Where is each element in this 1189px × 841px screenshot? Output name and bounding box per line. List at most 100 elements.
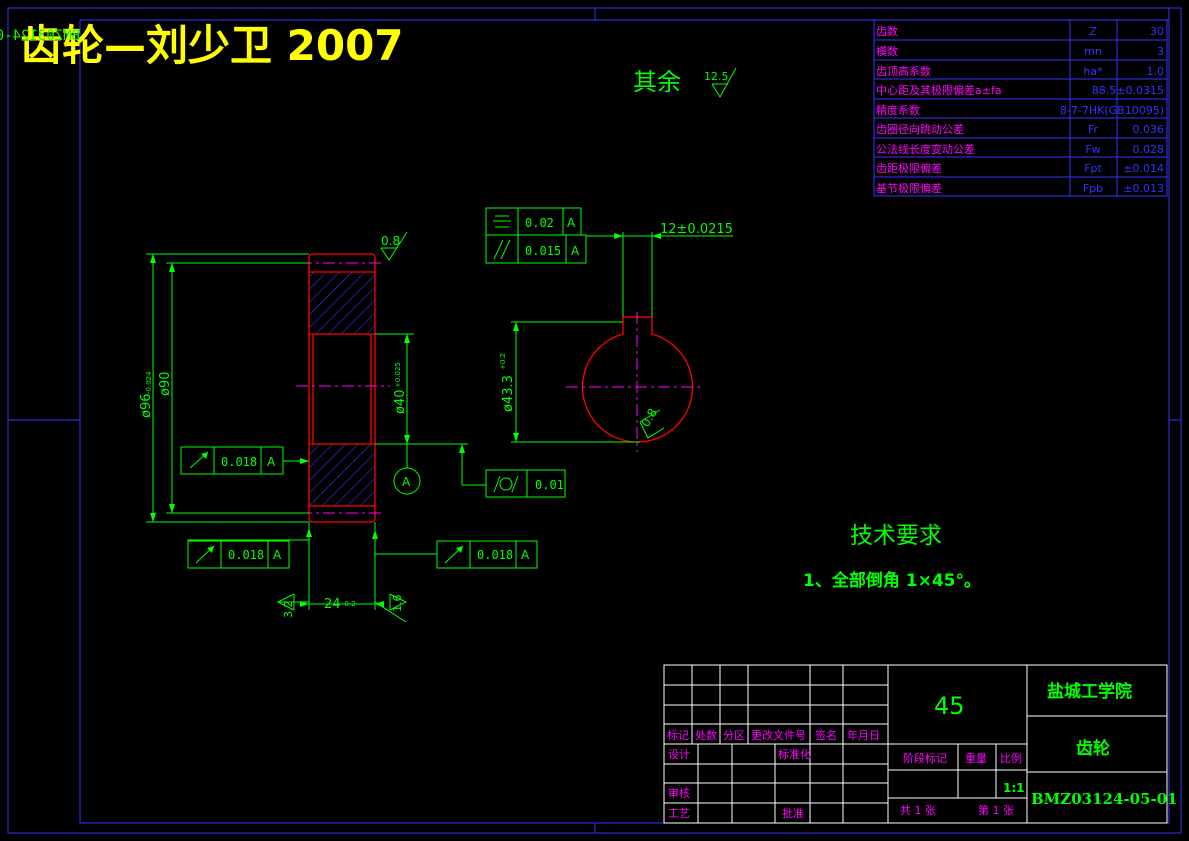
dimension-arrows	[150, 254, 465, 607]
param-name: 齿顶高系数	[876, 64, 931, 78]
param-symbol: Fpt	[1084, 162, 1102, 175]
dim-bore-diameter: ø40	[393, 390, 408, 415]
param-symbol: mn	[1084, 45, 1102, 58]
tb-drawing-no: BMZ03124-05-01	[1031, 790, 1178, 808]
keyway-arrows	[513, 233, 661, 442]
param-name: 中心距及其极限偏差a±fa	[876, 83, 1002, 97]
fcf-parallel-value: 0.015	[525, 244, 561, 258]
tb-school: 盐城工学院	[1047, 681, 1132, 702]
param-name: 公法线长度变动公差	[876, 142, 975, 156]
fcf-parallel	[485, 234, 623, 264]
tb-label-review: 审核	[668, 786, 690, 800]
roughness-right-face-icon	[374, 593, 408, 623]
title-block-grid	[663, 664, 1168, 824]
fcf-symmetry	[485, 207, 582, 236]
param-value: 88.5±0.0315	[1092, 84, 1164, 97]
drawing-title: 齿轮—刘少卫 2007	[20, 21, 404, 70]
tb-label-stage-mark: 阶段标记	[903, 751, 947, 765]
param-name: 齿距极限偏差	[876, 161, 942, 175]
fcf-cylindricity	[485, 469, 566, 498]
fcf-runout-bottom-right-datum: A	[521, 548, 530, 562]
mirrored-code-box: BMZ03124-05-01	[0, 28, 80, 44]
param-value: 0.028	[1133, 143, 1165, 156]
keyway-view	[566, 312, 704, 452]
param-value: 1.0	[1147, 65, 1165, 78]
tb-scale: 1:1	[1003, 781, 1025, 795]
gear-params-table	[873, 19, 1168, 197]
fcf-runout-bottom-left-value: 0.018	[228, 548, 264, 562]
fcf-runout-bottom-left	[187, 540, 290, 569]
param-symbol: Fr	[1088, 123, 1099, 136]
tb-material: 45	[934, 692, 965, 720]
sheet-frame	[7, 7, 1182, 834]
runout-arrow-icon	[201, 452, 208, 459]
keyway-dimensions	[511, 232, 733, 443]
tb-label-approve: 批准	[782, 806, 804, 820]
param-name: 精度系数	[876, 103, 920, 117]
fcf-runout-bottom-left-datum: A	[273, 548, 282, 562]
fcf-runout-bottom-right-value: 0.018	[477, 548, 513, 562]
tb-label-mark: 标记	[667, 728, 689, 742]
param-name: 基节极限偏差	[876, 181, 942, 195]
dim-outer-diameter: ø96	[139, 394, 154, 419]
tech-req-item-1: 1、全部倒角 1×45°。	[803, 570, 981, 591]
param-value: 30	[1150, 25, 1164, 38]
tb-label-weight: 重量	[965, 751, 987, 765]
fcf-symmetry-datum: A	[567, 216, 576, 230]
param-symbol: Fw	[1085, 143, 1100, 156]
param-value: ±0.013	[1123, 182, 1164, 195]
dim-root-diameter: ø90	[158, 372, 173, 397]
param-value: 3	[1157, 45, 1164, 58]
tb-label-design: 设计	[668, 748, 690, 761]
param-symbol: ha*	[1083, 65, 1103, 78]
dim-keyway-depth: ø43.3	[501, 375, 516, 412]
roughness-left-face-value: 3.2	[282, 601, 295, 619]
tb-label-count: 处数	[695, 729, 717, 742]
roughness-left-face-icon	[276, 593, 309, 611]
surface-finish-label: 其余	[633, 68, 681, 96]
dim-width-tol: -0.2	[342, 600, 356, 608]
datum-a-label: A	[402, 475, 411, 489]
surface-finish-value: 12.5	[704, 70, 729, 83]
param-value: 0.036	[1133, 123, 1165, 136]
param-symbol: Fpb	[1083, 182, 1103, 195]
fcf-runout-left-datum: A	[267, 455, 276, 469]
tb-part-name: 齿轮	[1076, 738, 1110, 759]
param-symbol: Z	[1089, 25, 1097, 38]
gear-section-view	[296, 253, 390, 523]
runout-arrow-icon-3	[456, 546, 463, 553]
fcf-symmetry-value: 0.02	[525, 216, 554, 230]
title-block-labels: 标记 处数 分区 更改文件号 签名 年月日 设计 标准化 审核 工艺 批准 阶段…	[667, 728, 1022, 820]
roughness-symbol-icon	[711, 67, 737, 98]
tb-label-total-sheets: 共 1 张	[900, 804, 936, 817]
param-value: 8-7-7HK(GB10095)	[1060, 104, 1164, 117]
tb-label-date: 年月日	[847, 728, 880, 742]
tb-label-standardize: 标准化	[778, 747, 811, 761]
param-name: 齿数	[876, 25, 898, 38]
tb-label-process: 工艺	[668, 807, 690, 820]
param-name: 齿圈径向跳动公差	[876, 122, 964, 136]
tb-label-ratio: 比例	[1000, 751, 1022, 765]
runout-arrow-icon-2	[207, 546, 214, 553]
tb-label-signature: 签名	[815, 728, 837, 742]
tb-label-sheet-no: 第 1 张	[978, 803, 1014, 817]
tb-label-change-doc: 更改文件号	[751, 728, 806, 742]
roughness-top-icon	[380, 231, 408, 261]
fcf-cylindricity-value: 0.01	[535, 478, 564, 492]
dim-bore-tol: +0.025	[394, 362, 402, 388]
gear-params-rows: 齿数 Z 30 模数 mn 3 齿顶高系数 ha* 1.0 中心距及其极限偏差a±fa 88.5±0…	[876, 25, 1164, 195]
dim-width: 24	[324, 597, 341, 612]
roughness-right-face-value: 1.6	[391, 595, 404, 613]
param-value: ±0.014	[1123, 162, 1164, 175]
param-name: 模数	[876, 45, 898, 58]
fcf-runout-left-value: 0.018	[221, 455, 257, 469]
tech-req-title: 技术要求	[850, 523, 942, 549]
fcf-parallel-datum: A	[571, 244, 580, 258]
dim-keyway-depth-tol: +0.2	[499, 353, 507, 370]
dim-outer-diameter-tol: -0.024	[145, 371, 153, 394]
tb-label-zone: 分区	[723, 729, 745, 742]
roughness-keyway-icon	[639, 409, 665, 439]
roughness-top-value: 0.8	[381, 234, 400, 248]
dim-key-width: 12±0.0215	[660, 222, 733, 237]
